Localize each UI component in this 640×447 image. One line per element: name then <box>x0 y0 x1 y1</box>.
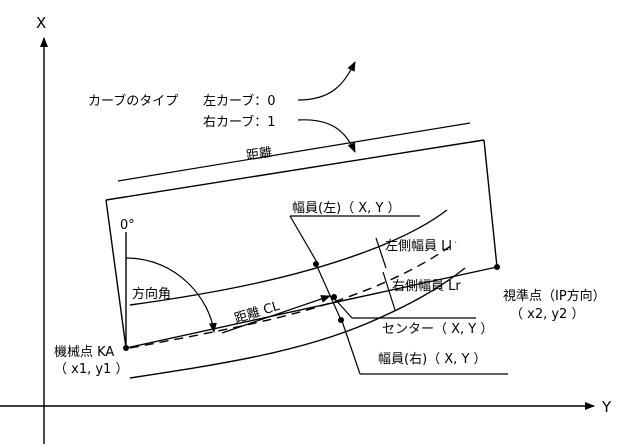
center-pointer <box>333 297 353 319</box>
left-width-dimension <box>375 237 387 269</box>
machine-point-coords: （ x1, y1 ） <box>54 362 128 377</box>
sight-line <box>125 266 498 349</box>
curve-type-legend: カーブのタイプ 左カーブ：0 右カーブ：1 <box>88 61 356 153</box>
curve-type-label: カーブのタイプ <box>88 93 178 109</box>
distance-frame: 距離 <box>105 122 498 349</box>
cross-section-line <box>315 263 342 321</box>
distance-cl-label: 距離 CL <box>233 299 283 327</box>
center-line-curve <box>129 241 457 349</box>
right-width-dimension <box>382 271 396 311</box>
distance-dimension-line <box>117 122 471 182</box>
width-right-pointer <box>340 317 361 375</box>
frame-top <box>105 139 485 201</box>
x-axis-label: X <box>36 14 46 32</box>
width-left-pointer <box>289 215 319 265</box>
center-label: センター（ X, Y ） <box>382 322 493 337</box>
right-width-point-marker <box>338 317 344 323</box>
frame-left <box>105 199 127 349</box>
direction-angle-label: 方向角 <box>132 286 171 302</box>
width-left-label: 幅員(左)（ X, Y ） <box>292 201 401 216</box>
right-curve-arrow <box>297 119 356 153</box>
frame-right <box>483 139 498 268</box>
direction-angle-group: 0° 方向角 <box>120 218 217 348</box>
left-curve-arrow <box>297 61 356 101</box>
right-side-width-label: 右側幅員 Lr <box>392 279 461 294</box>
left-side-width-label: 左側幅員 Ll <box>385 239 452 254</box>
machine-point-marker <box>123 345 129 351</box>
left-curve-option: 左カーブ：0 <box>203 93 276 109</box>
coordinate-axes: X Y <box>0 14 612 444</box>
left-width-point-marker <box>313 261 319 267</box>
zero-degree-label: 0° <box>120 218 135 233</box>
right-curve-option: 右カーブ：1 <box>203 114 276 130</box>
sight-point-coords: （ x2, y2 ） <box>510 307 584 322</box>
survey-points <box>123 261 500 351</box>
left-edge-curve <box>129 209 448 306</box>
point-labels: 幅員(左)（ X, Y ） 左側幅員 Ll 右側幅員 Lr 視準点（IP方向） … <box>54 201 606 377</box>
width-right-label: 幅員(右)（ X, Y ） <box>378 352 487 367</box>
direction-angle-arc <box>125 257 217 333</box>
machine-point-label: 機械点 KA <box>54 345 114 360</box>
right-edge-curve <box>129 267 466 379</box>
y-axis-label: Y <box>601 398 612 416</box>
width-dimensions <box>289 215 508 375</box>
center-point-marker <box>331 294 337 300</box>
sight-point-label: 視準点（IP方向） <box>503 288 606 304</box>
road-curves <box>129 209 466 379</box>
distance-top-label: 距離 <box>245 145 273 164</box>
sight-point-marker <box>494 264 500 270</box>
